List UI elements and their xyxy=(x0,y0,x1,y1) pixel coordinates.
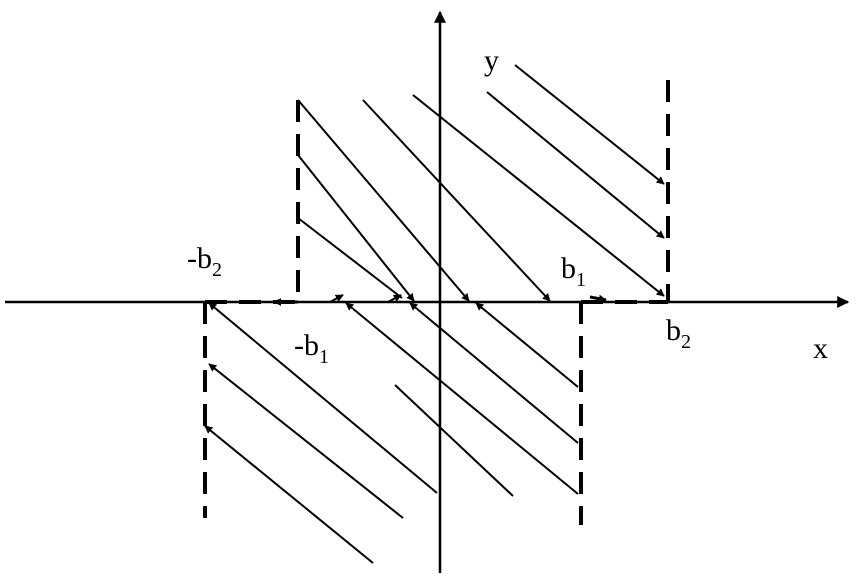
y-axis-label: y xyxy=(484,44,499,77)
axis-arrow-4 xyxy=(589,294,607,303)
x-axis-label: x xyxy=(813,332,828,365)
trajectory-lower-1 xyxy=(475,302,579,388)
trajectory-upper-4 xyxy=(486,91,665,239)
trajectory-upper-5 xyxy=(514,64,665,185)
neg-b1-label: -b1 xyxy=(294,329,329,368)
b2-label: b2 xyxy=(666,314,691,353)
neg-b2-label: -b2 xyxy=(187,242,222,281)
trajectory-upper-3 xyxy=(412,94,665,297)
trajectory-upper-1 xyxy=(297,99,470,302)
trajectory-upper-2 xyxy=(362,99,551,302)
axis-arrow-1 xyxy=(329,294,344,303)
trajectory-lower-4 xyxy=(394,384,514,497)
trajectory-upper-6 xyxy=(297,154,415,302)
b1-label: b1 xyxy=(561,252,586,291)
trajectory-upper-7 xyxy=(297,217,403,299)
trajectory-lower-2 xyxy=(409,302,579,444)
axis-arrow-2 xyxy=(387,294,402,303)
trajectory-lower-6 xyxy=(208,363,404,519)
trajectory-lower-5 xyxy=(208,302,438,494)
trajectory-lower-3 xyxy=(345,302,579,495)
trajectory-lower-7 xyxy=(204,425,374,564)
